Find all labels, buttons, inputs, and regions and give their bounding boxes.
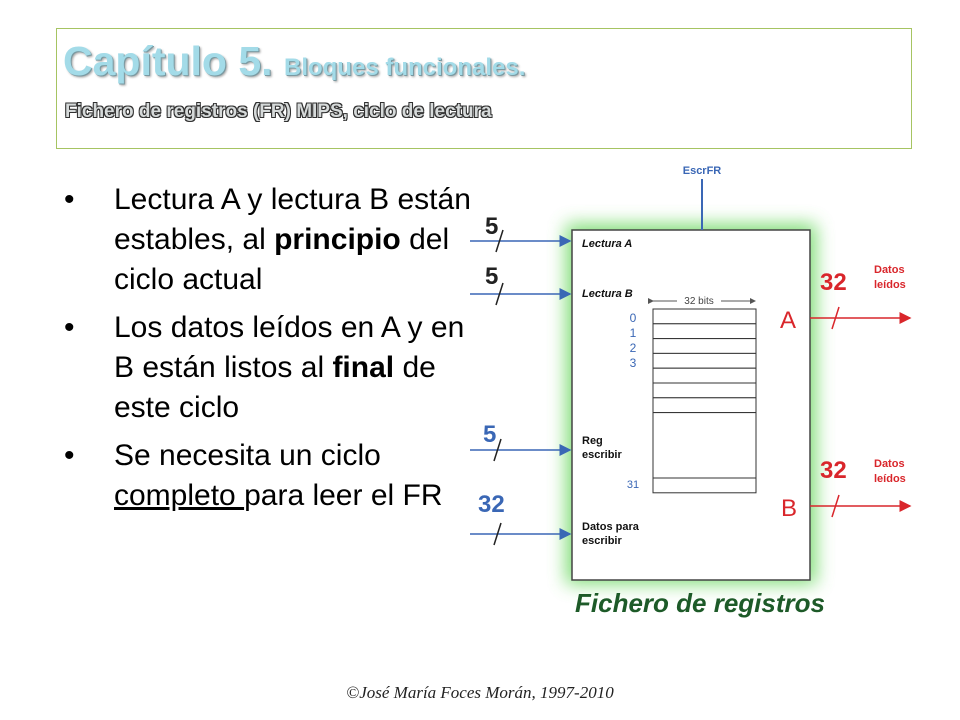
input-label-line-1: Reg [582, 435, 603, 447]
bullet-dot: • [64, 311, 75, 344]
output-width-label: 32 [820, 269, 847, 296]
bus-slash [493, 522, 502, 546]
bus-slash [495, 229, 504, 253]
input-width-label: 5 [485, 263, 498, 290]
register-index-3: 3 [630, 356, 637, 370]
footer-copyright: ©José María Foces Morán, 1997-2010 [346, 683, 614, 702]
bullet-text-segment: principio [274, 223, 401, 256]
input-label-line-1: Datos para [582, 521, 640, 533]
bullet-dot: • [64, 183, 75, 216]
register-row [652, 397, 757, 414]
register-row [652, 367, 757, 384]
bullet-dot: • [64, 439, 75, 472]
bullet-text-segment: del ciclo actual [114, 223, 450, 296]
bits-label-bg [677, 294, 721, 306]
register-row-31 [652, 477, 757, 494]
register-index-31: 31 [627, 479, 639, 491]
output-label-line-2: leídos [874, 473, 906, 485]
chapter-subtitle: Bloques funcionales. [283, 54, 526, 81]
chapter-title: Capítulo 5. Bloques funcionales. [63, 41, 525, 82]
output-width-label: 32 [820, 457, 847, 484]
output-a: 32 Datos leídos A [780, 264, 912, 334]
bits-label: 32 bits [684, 296, 713, 307]
bullet-text-segment: Se necesita un ciclo [114, 439, 381, 472]
diagram-caption: Fichero de registros [575, 588, 825, 618]
input-width-label: 32 [478, 491, 505, 518]
register-file-diagram: EscrFR 5 Lectura A 5 Lectura B 5 Reg esc… [470, 165, 912, 618]
output-label-line-1: Datos [874, 264, 905, 276]
output-port-label: B [781, 495, 797, 522]
input-label: Lectura A [582, 238, 632, 250]
input-width-label: 5 [485, 213, 498, 240]
bullet-item: • Lectura A y lectura B están estables, a… [64, 180, 474, 300]
input-width-label: 5 [483, 421, 496, 448]
bullet-text-segment: Los datos leídos en A y en B están listo… [114, 311, 465, 384]
bullet-item: • Los datos leídos en A y en B están list… [64, 308, 474, 428]
title-box: Capítulo 5. Bloques funcionales. Fichero… [56, 28, 912, 149]
register-stack [652, 308, 757, 494]
register-index-2: 2 [630, 341, 637, 355]
slide-title: Fichero de registros (FR) MIPS, ciclo de… [65, 101, 492, 122]
input-lectura-b: 5 Lectura B [470, 263, 633, 306]
bus-slash [493, 438, 502, 462]
register-range-block [652, 412, 757, 479]
output-label-line-2: leídos [874, 279, 906, 291]
bus-slash [495, 282, 504, 306]
output-port-label: A [780, 307, 796, 334]
register-row [652, 338, 757, 354]
register-index-0: 0 [630, 311, 637, 325]
input-label: Lectura B [582, 288, 633, 300]
input-label-line-2: escribir [582, 449, 622, 461]
register-index-1: 1 [630, 326, 637, 340]
input-label-line-2: escribir [582, 535, 622, 547]
register-row [652, 352, 757, 369]
escrfr-label: EscrFR [683, 165, 722, 177]
bullet-item: • Se necesita un ciclo completo para leer… [64, 436, 474, 516]
bus-slash [831, 494, 840, 518]
output-label-line-1: Datos [874, 458, 905, 470]
register-row [652, 382, 757, 399]
input-datos-escribir: 32 Datos para escribir [470, 491, 640, 547]
output-b: 32 Datos leídos B [781, 457, 912, 522]
register-row [652, 308, 757, 325]
bullet-text-segment: Lectura A y lectura B están estables, al [114, 183, 471, 256]
input-lectura-a: 5 Lectura A [470, 213, 632, 253]
bullet-text-segment: completo [114, 479, 245, 512]
bus-slash [831, 306, 840, 330]
register-row [652, 323, 757, 340]
chapter-title-main: Capítulo 5. [63, 38, 273, 84]
bullet-text-segment: para leer el FR [244, 479, 443, 512]
bullet-text-segment: de este ciclo [114, 351, 436, 424]
bullet-text-segment: final [332, 351, 395, 384]
input-reg-escribir: 5 Reg escribir [470, 421, 622, 462]
bullet-list: • Lectura A y lectura B están estables, a… [64, 180, 474, 524]
